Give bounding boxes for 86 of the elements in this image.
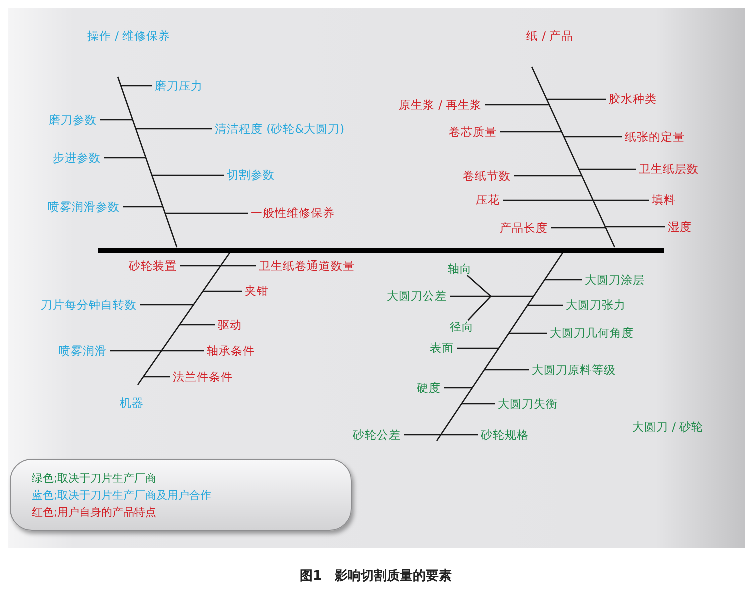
rib-line <box>444 387 472 389</box>
rib-line <box>144 376 170 378</box>
cause-label: 压花 <box>473 194 503 207</box>
rib-line <box>514 175 582 177</box>
rib-line <box>484 369 529 371</box>
cause-label: 一般性维修保养 <box>248 207 338 220</box>
cause-label: 砂轮规格 <box>478 428 532 442</box>
rib-line <box>110 350 162 352</box>
rib-line <box>564 136 622 138</box>
rib-line <box>551 227 606 229</box>
cause-label: 纸张的定量 <box>622 130 688 144</box>
rib-line <box>203 290 242 292</box>
rib-line <box>605 226 665 228</box>
cause-label: 切割参数 <box>224 169 278 182</box>
cause-label: 大圆刀几何角度 <box>547 327 637 340</box>
category-label: 操作 / 维修保养 <box>88 30 171 42</box>
cause-label: 砂轮公差 <box>350 428 404 442</box>
rib-line <box>462 403 495 405</box>
cause-label: 法兰件条件 <box>170 370 236 384</box>
rib-line <box>220 265 256 267</box>
cause-label: 步进参数 <box>50 152 104 164</box>
rib-line <box>500 131 562 133</box>
rib-line <box>528 304 563 306</box>
rib-line <box>180 324 215 326</box>
cause-label: 径向 <box>447 320 477 334</box>
cause-label: 卫生纸卷通道数量 <box>256 260 358 272</box>
cause-label: 卷芯质量 <box>446 126 500 138</box>
cause-label: 大圆刀张力 <box>563 299 629 312</box>
cause-label: 原生浆 / 再生浆 <box>396 98 486 112</box>
cause-label: 湿度 <box>665 220 695 234</box>
rib-line <box>546 98 606 100</box>
rib-line <box>140 304 194 306</box>
category-label: 大圆刀 / 砂轮 <box>632 420 704 434</box>
bone-line <box>436 252 564 442</box>
cause-label: 砂轮装置 <box>126 260 180 272</box>
cause-label: 卷纸节数 <box>460 170 514 182</box>
cause-label: 胶水种类 <box>606 93 660 106</box>
cause-label: 产品长度 <box>497 222 551 234</box>
figure-caption: 图1 影响切割质量的要素 <box>300 569 452 585</box>
cause-label: 填料 <box>649 194 679 207</box>
bone-line <box>137 252 231 386</box>
rib-line <box>136 128 212 130</box>
bone-line <box>117 76 178 248</box>
cause-label: 大圆刀涂层 <box>582 274 648 286</box>
cause-label: 喷雾润滑 <box>56 344 110 358</box>
cause-label: 清洁程度 (砂轮&大圆刀) <box>212 122 348 136</box>
rib-line <box>104 157 146 159</box>
rib-line <box>450 296 534 298</box>
rib-line <box>152 174 224 176</box>
cause-label: 大圆刀公差 <box>384 290 450 303</box>
cause-label: 磨刀压力 <box>152 80 206 92</box>
cause-label: 磨刀参数 <box>46 114 100 126</box>
category-label: 纸 / 产品 <box>526 30 574 42</box>
rib-line <box>180 265 221 267</box>
cause-label: 夹钳 <box>242 285 272 298</box>
rib-line <box>457 348 499 350</box>
branch-line <box>468 296 492 321</box>
rib-line <box>404 434 441 436</box>
cause-label: 轴承条件 <box>204 344 258 358</box>
branch-line <box>466 275 492 297</box>
rib-line <box>441 434 478 436</box>
category-label: 机器 <box>120 396 144 410</box>
rib-line <box>593 200 649 202</box>
legend-entry: 蓝色;取决于刀片生产厂商及用户合作 <box>32 489 212 503</box>
cause-label: 刀片每分钟自转数 <box>38 298 140 312</box>
rib-line <box>165 212 248 214</box>
cause-label: 轴向 <box>445 262 475 276</box>
legend-entry: 红色;用户自身的产品特点 <box>32 506 157 520</box>
rib-line <box>509 332 547 334</box>
cause-label: 喷雾润滑参数 <box>45 200 123 214</box>
cause-label: 大圆刀失衡 <box>495 398 561 410</box>
rib-line <box>100 119 133 121</box>
rib-line <box>579 168 636 170</box>
rib-line <box>485 104 550 106</box>
legend-entry: 绿色;取决于刀片生产厂商 <box>32 472 157 486</box>
cause-label: 卫生纸层数 <box>636 163 702 176</box>
cause-label: 大圆刀原料等级 <box>529 364 619 376</box>
cause-label: 硬度 <box>414 382 444 394</box>
cause-label: 驱动 <box>215 318 245 332</box>
rib-line <box>544 279 582 281</box>
rib-line <box>162 350 204 352</box>
bone-line <box>531 66 616 248</box>
cause-label: 表面 <box>427 342 457 355</box>
rib-line <box>123 206 164 208</box>
rib-line <box>121 85 152 87</box>
rib-line <box>503 200 594 202</box>
